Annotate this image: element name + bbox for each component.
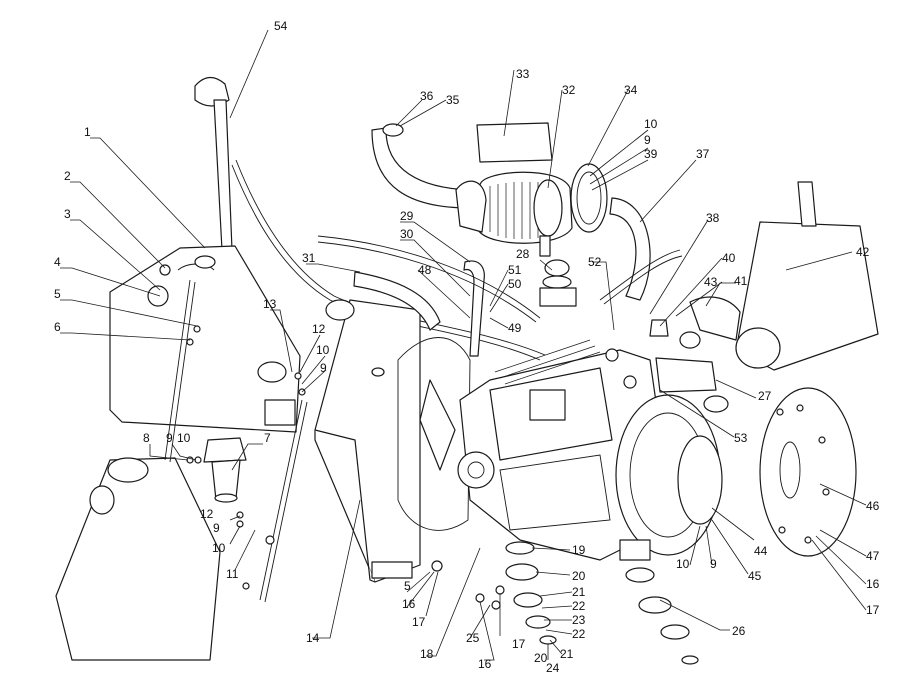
callout-7: 7 [264,431,271,445]
engine-block [457,339,661,561]
fuel-lines [164,279,308,603]
callout-37: 37 [696,147,710,161]
callout-24: 24 [546,661,560,675]
callout-13: 13 [263,297,277,311]
fuel-tank-lower [55,457,221,661]
callout-9c: 9 [320,361,327,375]
callout-5: 5 [54,287,61,301]
callout-2: 2 [64,169,71,183]
callout-44: 44 [754,544,768,558]
callout-38: 38 [706,211,720,225]
callout-52: 52 [588,255,602,269]
fuel-filter [203,437,247,503]
callout-19: 19 [572,543,586,557]
callout-11: 11 [226,567,239,581]
callout-16c: 16 [866,577,880,591]
callout-45: 45 [748,569,762,583]
callout-43: 43 [704,275,718,289]
callout-42: 42 [856,245,870,259]
callout-50: 50 [508,277,522,291]
callout-36: 36 [420,89,434,103]
fuel-tank-upper [109,245,301,433]
radiator [314,299,443,583]
leader-lines [60,29,867,661]
callout-28: 28 [516,247,530,261]
callout-25: 25 [466,631,480,645]
callout-20b: 20 [534,651,548,665]
callout-22b: 22 [572,627,586,641]
callout-labels: 1 2 3 4 5 6 7 8 9 10 9 10 11 12 13 12 10… [54,19,880,675]
callout-1: 1 [84,125,91,139]
muffler [689,181,879,371]
callout-10e: 10 [676,557,690,571]
callout-16a: 16 [402,597,416,611]
callout-6: 6 [54,320,61,334]
callout-10a: 10 [177,431,191,445]
callout-32: 32 [562,83,576,97]
hoses [353,123,651,357]
callout-21b: 21 [560,647,574,661]
callout-14: 14 [306,631,320,645]
callout-21a: 21 [572,585,586,599]
callout-4: 4 [54,255,61,269]
callout-35: 35 [446,93,460,107]
callout-47: 47 [866,549,880,563]
callout-16b: 16 [478,657,492,671]
callout-46: 46 [866,499,880,513]
callout-30: 30 [400,227,414,241]
pipework [317,235,683,323]
callout-48: 48 [418,263,432,277]
callout-53: 53 [734,431,748,445]
callout-12b: 12 [312,322,326,336]
callout-10c: 10 [316,343,330,357]
callout-8: 8 [143,431,150,445]
callout-39: 39 [644,147,658,161]
callout-26: 26 [732,624,746,638]
flywheel-housing [615,394,723,561]
callout-23: 23 [572,613,586,627]
callout-10d: 10 [644,117,658,131]
callout-3: 3 [64,207,71,221]
callout-9d: 9 [644,133,651,147]
callout-29: 29 [400,209,414,223]
callout-27: 27 [758,389,772,403]
callout-12a: 12 [200,507,214,521]
callout-5b: 5 [404,579,411,593]
engine-mounts [475,259,729,665]
callout-20a: 20 [572,569,586,583]
callout-17b: 17 [512,637,526,651]
cover-plate [759,387,857,557]
callout-49: 49 [508,321,522,335]
callout-22a: 22 [572,599,586,613]
callout-17a: 17 [412,615,426,629]
callout-54: 54 [274,19,288,33]
callout-9b: 9 [213,521,220,535]
callout-34: 34 [624,83,638,97]
callout-33: 33 [516,67,530,81]
callout-9e: 9 [710,557,717,571]
callout-40: 40 [722,251,736,265]
callout-10b: 10 [212,541,226,555]
callout-17c: 17 [866,603,880,617]
callout-18: 18 [420,647,434,661]
air-filter [455,122,608,257]
callout-51: 51 [508,263,522,277]
callout-9a: 9 [166,431,173,445]
callout-41: 41 [734,274,748,288]
callout-31: 31 [302,251,316,265]
